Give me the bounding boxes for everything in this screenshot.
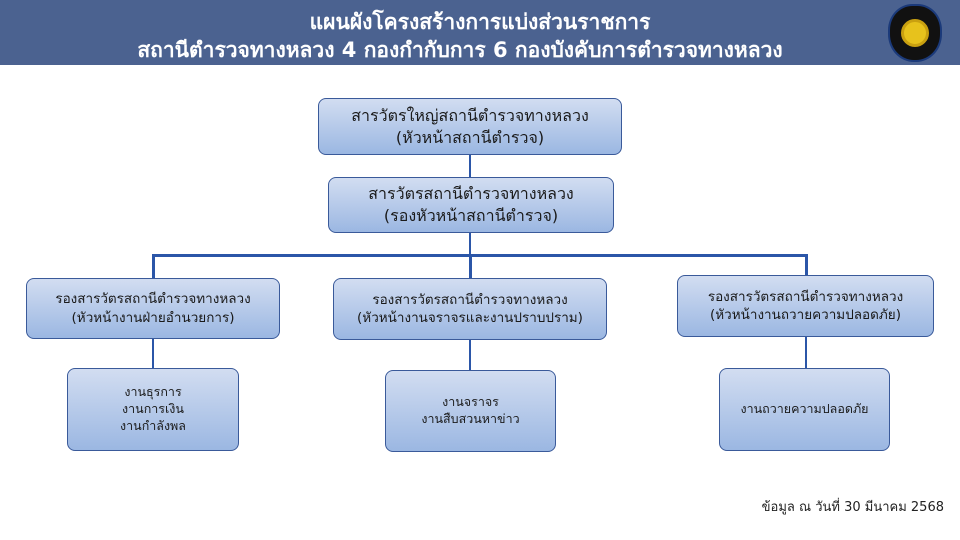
page-title: แผนผังโครงสร้างการแบ่งส่วนราชการ [309, 10, 651, 34]
org-box-chief: สารวัตรใหญ่สถานีตำรวจทางหลวง (หัวหน้าสถา… [318, 98, 622, 155]
org-box-security-head: รองสารวัตรสถานีตำรวจทางหลวง (หัวหน้างานถ… [677, 275, 934, 337]
unit-label: งานธุรการ [124, 384, 182, 400]
box-title: รองสารวัตรสถานีตำรวจทางหลวง [707, 288, 904, 305]
org-box-admin-units: งานธุรการ งานการเงิน งานกำลังพล [67, 368, 239, 451]
box-subtitle: (หัวหน้าสถานีตำรวจ) [395, 127, 545, 147]
connector-line [469, 155, 471, 177]
box-title: สารวัตรสถานีตำรวจทางหลวง [368, 184, 574, 204]
org-box-traffic-head: รองสารวัตรสถานีตำรวจทางหลวง (หัวหน้างานจ… [333, 278, 607, 340]
unit-label: งานจราจร [442, 394, 499, 410]
connector-line [152, 254, 808, 257]
box-title: รองสารวัตรสถานีตำรวจทางหลวง [372, 291, 568, 308]
connector-line [469, 340, 471, 370]
unit-label: งานถวายความปลอดภัย [740, 401, 869, 417]
box-subtitle: (หัวหน้างานถวายความปลอดภัย) [710, 307, 901, 323]
unit-label: งานสืบสวนหาข่าว [421, 411, 520, 426]
org-box-security-units: งานถวายความปลอดภัย [719, 368, 890, 451]
highway-police-logo-icon [888, 4, 942, 62]
connector-line [152, 339, 154, 368]
connector-line [469, 255, 472, 278]
box-title: รองสารวัตรสถานีตำรวจทางหลวง [55, 291, 251, 308]
box-title: สารวัตรใหญ่สถานีตำรวจทางหลวง [351, 105, 589, 125]
connector-line [469, 233, 471, 255]
org-box-traffic-units: งานจราจร งานสืบสวนหาข่าว [385, 370, 556, 452]
unit-label: งานกำลังพล [120, 417, 186, 433]
box-subtitle: (รองหัวหน้าสถานีตำรวจ) [383, 206, 559, 225]
org-box-deputy: สารวัตรสถานีตำรวจทางหลวง (รองหัวหน้าสถาน… [328, 177, 614, 233]
box-subtitle: (หัวหน้างานฝ่ายอำนวยการ) [71, 309, 235, 326]
unit-label: งานการเงิน [122, 401, 184, 417]
org-box-admin-head: รองสารวัตรสถานีตำรวจทางหลวง (หัวหน้างานฝ… [26, 278, 280, 339]
box-subtitle: (หัวหน้างานจราจรและงานปราบปราม) [357, 310, 583, 326]
connector-line [805, 255, 808, 275]
page-subtitle: สถานีตำรวจทางหลวง 4 กองกำกับการ 6 กองบัง… [137, 38, 783, 62]
data-date-note: ข้อมูล ณ วันที่ 30 มีนาคม 2568 [761, 500, 944, 515]
connector-line [152, 255, 155, 278]
connector-line [805, 337, 807, 368]
header-banner: แผนผังโครงสร้างการแบ่งส่วนราชการ สถานีตำ… [0, 0, 960, 65]
